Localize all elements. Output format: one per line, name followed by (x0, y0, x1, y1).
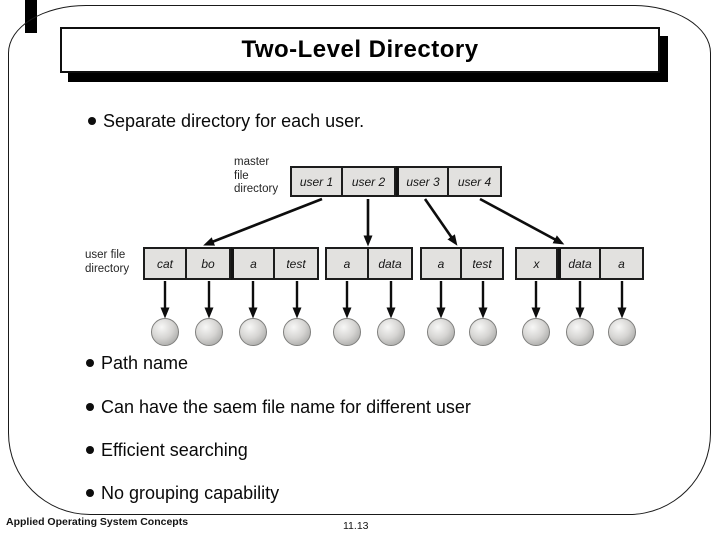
master-cell-user3: user 3 (396, 166, 449, 197)
label-line: file (234, 169, 249, 182)
bullet-text: Separate directory for each user. (103, 111, 365, 131)
master-file-directory-label: master file directory (234, 156, 278, 197)
file-entry-cell: a (231, 247, 275, 280)
file-entry-cell: data (558, 247, 601, 280)
bullet-path-name: Path name (86, 352, 188, 374)
slide-rounded-border (8, 5, 711, 515)
bullet-dot (86, 446, 94, 454)
master-cell-user4: user 4 (449, 166, 502, 197)
file-entry-cell: data (369, 247, 413, 280)
bullet-no-grouping: No grouping capability (86, 482, 279, 504)
file-node-circle (195, 318, 223, 346)
file-entry-cell: test (462, 247, 504, 280)
user-directory-group-4: x data a (515, 247, 644, 280)
cell-to-file-arrows (160, 281, 627, 319)
arrow-user3-to-group3 (423, 198, 458, 246)
bullet-dot (88, 117, 96, 125)
bullet-text: Path name (101, 353, 189, 373)
file-node-circle (239, 318, 267, 346)
footer-course-title: Applied Operating System Concepts (6, 516, 189, 528)
file-node-circle (608, 318, 636, 346)
file-entry-cell: bo (187, 247, 231, 280)
file-node-circle (377, 318, 405, 346)
user-directory-group-3: a test (420, 247, 504, 280)
label-line: directory (85, 262, 130, 275)
bullet-text: Efficient searching (101, 440, 248, 460)
bullet-dot (86, 359, 94, 367)
file-entry-cell: test (275, 247, 319, 280)
bullet-separate-directory: Separate directory for each user. (88, 110, 364, 132)
bullet-text: No grouping capability (101, 483, 280, 503)
file-node-circle (151, 318, 179, 346)
bullet-same-file-name: Can have the saem file name for differen… (86, 396, 471, 418)
bullet-text: Can have the saem file name for differen… (101, 397, 471, 417)
file-entry-cell: a (420, 247, 462, 280)
user-file-directory-label: user file directory (85, 249, 129, 276)
file-nodes (151, 318, 636, 346)
file-node-circle (469, 318, 497, 346)
label-line: directory (234, 183, 279, 195)
label-line: master (234, 156, 270, 168)
master-cell-user1: user 1 (290, 166, 343, 197)
file-entry-cell: cat (143, 247, 187, 280)
master-cell-user2: user 2 (343, 166, 396, 197)
file-node-circle (283, 318, 311, 346)
master-to-group-arrows (203, 197, 565, 247)
bullet-efficient-searching: Efficient searching (86, 439, 248, 461)
file-node-circle (566, 318, 594, 346)
label-line: user file (85, 249, 126, 261)
bullet-dot (86, 489, 94, 497)
file-entry-cell: x (515, 247, 558, 280)
title-box: Two-Level Directory (60, 27, 660, 73)
file-node-circle (333, 318, 361, 346)
file-entry-cell: a (325, 247, 369, 280)
arrow-user4-to-group4 (479, 197, 565, 245)
master-directory-row: user 1 user 2 user 3 user 4 (290, 166, 502, 197)
footer-page-number: 11.13 (343, 520, 369, 532)
page-title: Two-Level Directory (241, 36, 479, 63)
arrow-user1-to-group1 (203, 197, 323, 246)
user-directory-group-1: cat bo a test (143, 247, 319, 280)
user-directory-group-2: a data (325, 247, 413, 280)
file-entry-cell: a (601, 247, 644, 280)
file-node-circle (427, 318, 455, 346)
file-node-circle (522, 318, 550, 346)
bullet-dot (86, 403, 94, 411)
